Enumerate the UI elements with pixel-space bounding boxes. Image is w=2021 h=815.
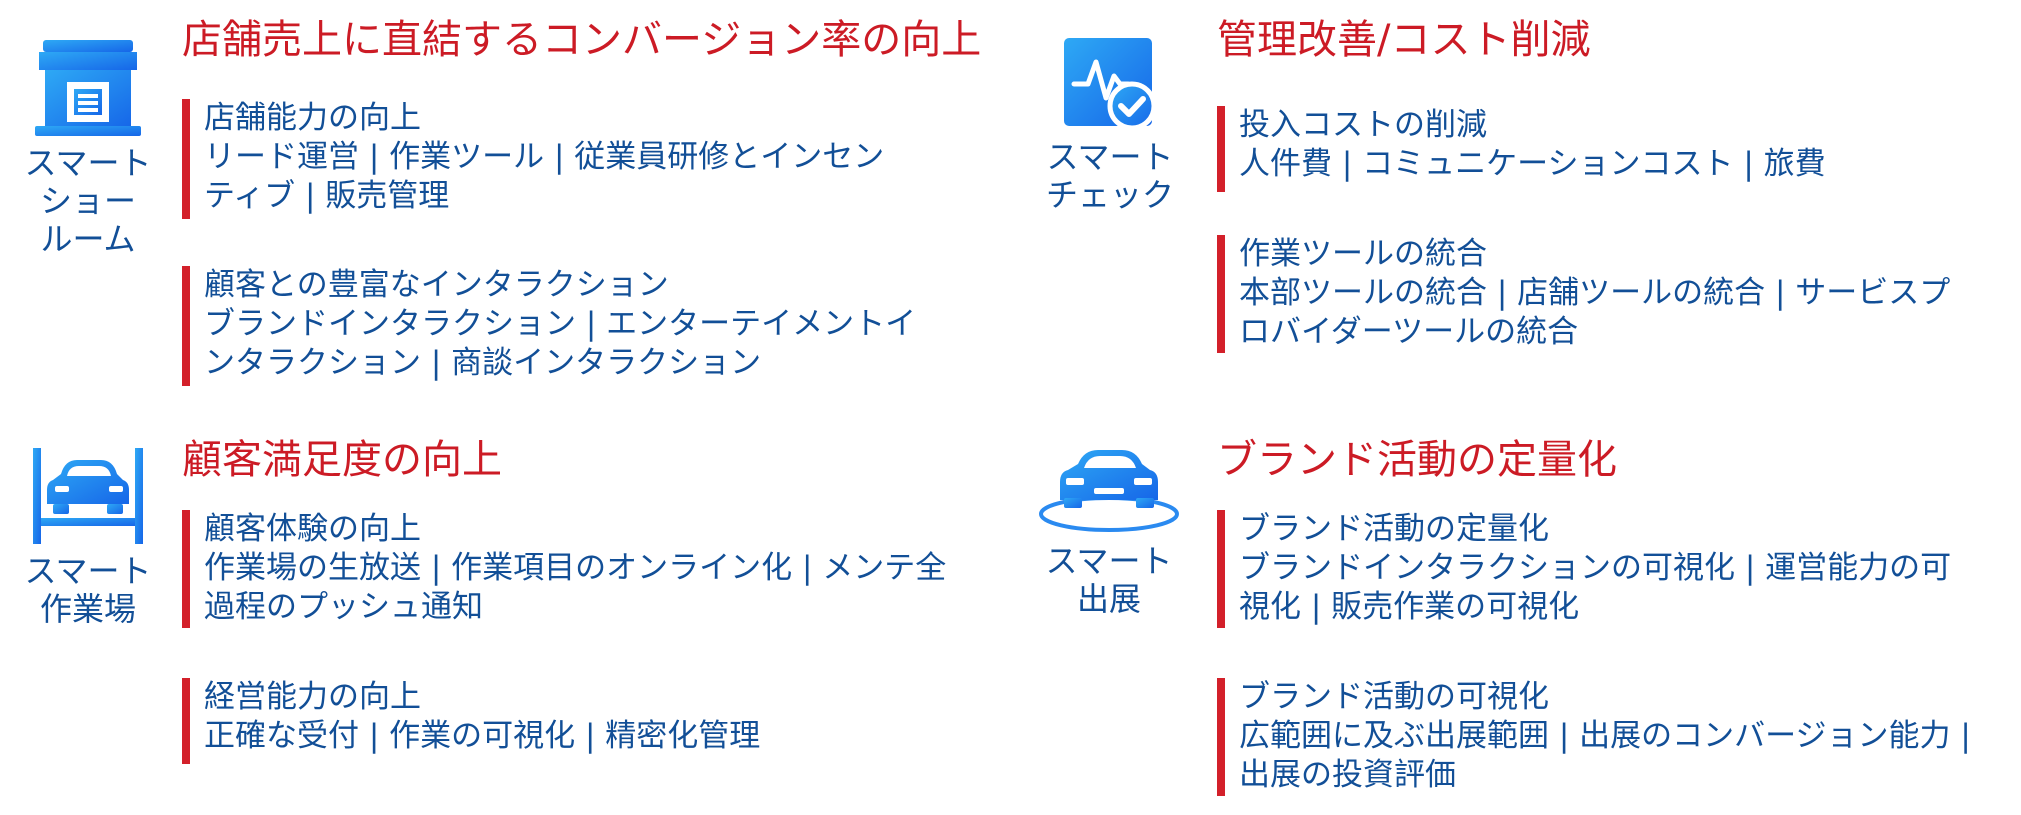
exhibition-block-1: ブランド活動の定量化 ブランドインタラクションの可視化 | 運営能力の可 視化 … bbox=[1217, 510, 1951, 628]
block-heading: 経営能力の向上 bbox=[204, 679, 421, 715]
exhibition-icon-column: スマート 出展 bbox=[1034, 440, 1184, 618]
showroom-title: 店舗売上に直結するコンバージョン率の向上 bbox=[182, 17, 982, 63]
check-icon-label: スマート チェック bbox=[1045, 138, 1174, 214]
block-line: 出展の投資評価 bbox=[1239, 757, 1456, 793]
block-line: ンタラクション | 商談インタラクション bbox=[204, 345, 762, 381]
check-block-1: 投入コストの削減 人件費 | コミュニケーションコスト | 旅費 bbox=[1217, 106, 1826, 192]
showroom-block-2: 顧客との豊富なインタラクション ブランドインタラクション | エンターテイメント… bbox=[182, 266, 916, 386]
workshop-block-2: 経営能力の向上 正確な受付 | 作業の可視化 | 精密化管理 bbox=[182, 678, 760, 764]
block-line: 人件費 | コミュニケーションコスト | 旅費 bbox=[1239, 146, 1826, 182]
block-line: 作業場の生放送 | 作業項目のオンライン化 | メンテ全 bbox=[204, 550, 947, 586]
block-heading: 投入コストの削減 bbox=[1239, 107, 1487, 143]
block-line: 正確な受付 | 作業の可視化 | 精密化管理 bbox=[204, 718, 761, 754]
check-icon-column: スマート チェック bbox=[1040, 36, 1180, 214]
block-line: リード運営 | 作業ツール | 従業員研修とインセン bbox=[204, 139, 885, 175]
block-line: ロバイダーツールの統合 bbox=[1239, 314, 1579, 350]
workshop-block-1: 顧客体験の向上 作業場の生放送 | 作業項目のオンライン化 | メンテ全 過程の… bbox=[182, 510, 946, 628]
block-heading: ブランド活動の定量化 bbox=[1239, 511, 1549, 547]
block-line: 広範囲に及ぶ出展範囲 | 出展のコンバージョン能力 | bbox=[1239, 718, 1971, 754]
block-heading: 店舗能力の向上 bbox=[204, 100, 421, 136]
check-title: 管理改善/コスト削減 bbox=[1217, 17, 1591, 63]
showroom-icon-label: スマート ショー ルーム bbox=[24, 144, 152, 258]
block-line: 本部ツールの統合 | 店舗ツールの統合 | サービスプ bbox=[1239, 275, 1951, 311]
block-line: ティブ | 販売管理 bbox=[204, 178, 450, 214]
workshop-icon-column: スマート 作業場 bbox=[18, 446, 158, 628]
exhibition-block-2: ブランド活動の可視化 広範囲に及ぶ出展範囲 | 出展のコンバージョン能力 | 出… bbox=[1217, 678, 1971, 796]
car-display-icon bbox=[1036, 440, 1182, 536]
block-line: 過程のプッシュ通知 bbox=[204, 589, 483, 625]
workshop-icon-label: スマート 作業場 bbox=[24, 552, 152, 628]
workshop-title: 顧客満足度の向上 bbox=[182, 437, 502, 483]
pulse-check-icon bbox=[1062, 36, 1158, 132]
block-heading: 顧客との豊富なインタラクション bbox=[204, 267, 669, 303]
storefront-icon bbox=[33, 38, 143, 138]
exhibition-title: ブランド活動の定量化 bbox=[1217, 437, 1617, 483]
car-lift-icon bbox=[31, 446, 145, 546]
check-block-2: 作業ツールの統合 本部ツールの統合 | 店舗ツールの統合 | サービスプ ロバイ… bbox=[1217, 235, 1950, 353]
block-heading: 作業ツールの統合 bbox=[1239, 236, 1487, 272]
exhibition-icon-label: スマート 出展 bbox=[1045, 542, 1173, 618]
block-line: ブランドインタラクション | エンターテイメントイ bbox=[204, 306, 917, 342]
showroom-icon-column: スマート ショー ルーム bbox=[18, 38, 158, 258]
block-heading: ブランド活動の可視化 bbox=[1239, 679, 1549, 715]
showroom-block-1: 店舗能力の向上 リード運営 | 作業ツール | 従業員研修とインセン ティブ |… bbox=[182, 99, 884, 219]
block-heading: 顧客体験の向上 bbox=[204, 511, 421, 547]
block-line: ブランドインタラクションの可視化 | 運営能力の可 bbox=[1239, 550, 1952, 586]
block-line: 視化 | 販売作業の可視化 bbox=[1239, 589, 1580, 625]
